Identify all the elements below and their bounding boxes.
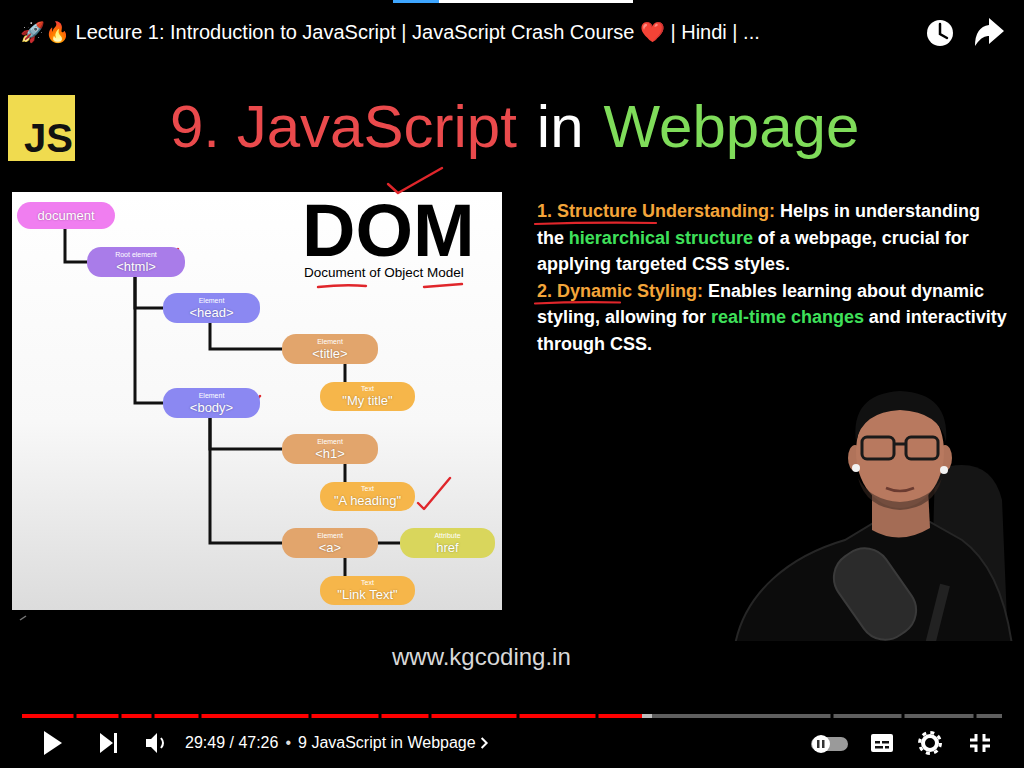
node-kind: Element: [199, 297, 225, 305]
progress-bar: [22, 714, 1002, 718]
volume-icon: [146, 733, 163, 753]
top-bar: [439, 0, 633, 3]
node-text: <head>: [189, 305, 233, 320]
title-part: in: [537, 94, 584, 160]
node-kind: Element: [199, 392, 225, 400]
tree-connector: [344, 364, 347, 382]
progress-segment: [905, 714, 974, 718]
node-kind: Text: [361, 485, 374, 493]
settings-icon: [920, 733, 941, 754]
tree-connector: [135, 277, 163, 403]
dom-node: Element<a>: [282, 528, 378, 558]
next-icon: [100, 733, 117, 753]
progress-segment: [652, 714, 831, 718]
progress-segment: [77, 714, 119, 718]
node-kind: Root element: [115, 251, 157, 259]
website-url: www.kgcoding.in: [392, 643, 571, 671]
node-text: <title>: [312, 346, 347, 361]
tree-connector: [344, 558, 347, 576]
tree-connector: [210, 323, 282, 349]
node-kind: Element: [317, 532, 343, 540]
dom-node: Attributehref: [400, 528, 495, 558]
node-kind: Attribute: [434, 532, 460, 540]
progress-segment: [382, 714, 429, 718]
node-text: "Link Text": [337, 587, 397, 602]
dom-subtitle: Document of Object Model: [304, 265, 464, 281]
timestamp: 29:49 / 47:26: [185, 732, 278, 754]
js-logo: [8, 95, 75, 161]
watch-later-icon: [927, 20, 953, 46]
dom-node: document: [17, 202, 115, 229]
title-part: Webpage: [604, 94, 860, 160]
point-heading: 2. Dynamic Styling:: [537, 281, 703, 301]
tree-connector: [210, 418, 282, 543]
dom-node: Root element<html>: [87, 247, 185, 277]
node-text: <html>: [116, 259, 156, 274]
chapter-chevron: [482, 738, 487, 748]
dom-node: Element<body>: [163, 388, 260, 418]
dom-node: Element<h1>: [282, 434, 378, 464]
progress-segment: [599, 714, 643, 718]
node-text: <a>: [319, 540, 341, 555]
video-title: 🚀🔥 Lecture 1: Introduction to JavaScript…: [20, 18, 760, 46]
tree-connector: [344, 464, 347, 482]
node-text: <body>: [190, 400, 233, 415]
chapter-title: 9 JavaScript in Webpage: [298, 732, 476, 754]
subtitles-icon: [871, 734, 893, 752]
dom-heading: DOM: [302, 193, 475, 269]
node-kind: Text: [361, 579, 374, 587]
node-text: "A heading": [334, 493, 401, 508]
point-highlight: real-time changes: [711, 307, 864, 327]
tree-connector: [210, 418, 282, 449]
dom-node: Text"My title": [320, 382, 415, 411]
progress-segment: [977, 714, 1003, 718]
title-part: 9. JavaScript: [170, 94, 517, 160]
node-text: "My title": [342, 393, 392, 408]
progress-segment: [642, 714, 652, 718]
share-icon: [975, 18, 1004, 46]
point: 2. Dynamic Styling:Enables learning abou…: [537, 278, 1011, 358]
progress-segment: [312, 714, 379, 718]
point-highlight: hierarchical structure: [569, 228, 753, 248]
dom-node: Text"Link Text": [320, 576, 415, 605]
play-icon: [44, 731, 62, 755]
dom-node: Element<title>: [282, 334, 378, 364]
pen-annotation: [535, 223, 656, 224]
time-display: 29:49 / 47:26 • 9 JavaScript in Webpage: [185, 732, 476, 754]
node-kind: Element: [317, 338, 343, 346]
dom-node: Text"A heading": [320, 482, 415, 511]
progress-segment: [122, 714, 152, 718]
node-text: href: [436, 540, 458, 555]
autoplay-toggle: [811, 735, 848, 753]
tree-connector: [135, 277, 163, 308]
presenter: [735, 391, 1012, 641]
point-heading: 1. Structure Understanding:: [537, 201, 775, 221]
point-list: 1. Structure Understanding:Helps in unde…: [537, 198, 1011, 357]
pen-dot: [20, 616, 26, 620]
dom-node: Element<head>: [163, 293, 260, 323]
node-kind: Text: [361, 385, 374, 393]
progress-segment: [432, 714, 517, 718]
progress-segment: [202, 714, 309, 718]
tree-connector: [378, 542, 400, 545]
logo-text: JS: [24, 117, 73, 159]
pen-annotation: [535, 302, 620, 303]
node-text: <h1>: [315, 446, 345, 461]
node-text: document: [37, 208, 94, 223]
point: 1. Structure Understanding:Helps in unde…: [537, 198, 1011, 278]
tree-connector: [65, 229, 87, 262]
node-kind: Element: [317, 438, 343, 446]
fullscreen-icon: [970, 734, 990, 752]
progress-segment: [155, 714, 199, 718]
progress-segment: [22, 714, 74, 718]
slide-title: 9. JavaScript in Webpage: [170, 94, 859, 160]
separator: •: [285, 732, 291, 754]
diagram-panel: [12, 192, 502, 610]
progress-segment: [520, 714, 596, 718]
top-bar: [393, 0, 439, 3]
progress-segment: [834, 714, 902, 718]
